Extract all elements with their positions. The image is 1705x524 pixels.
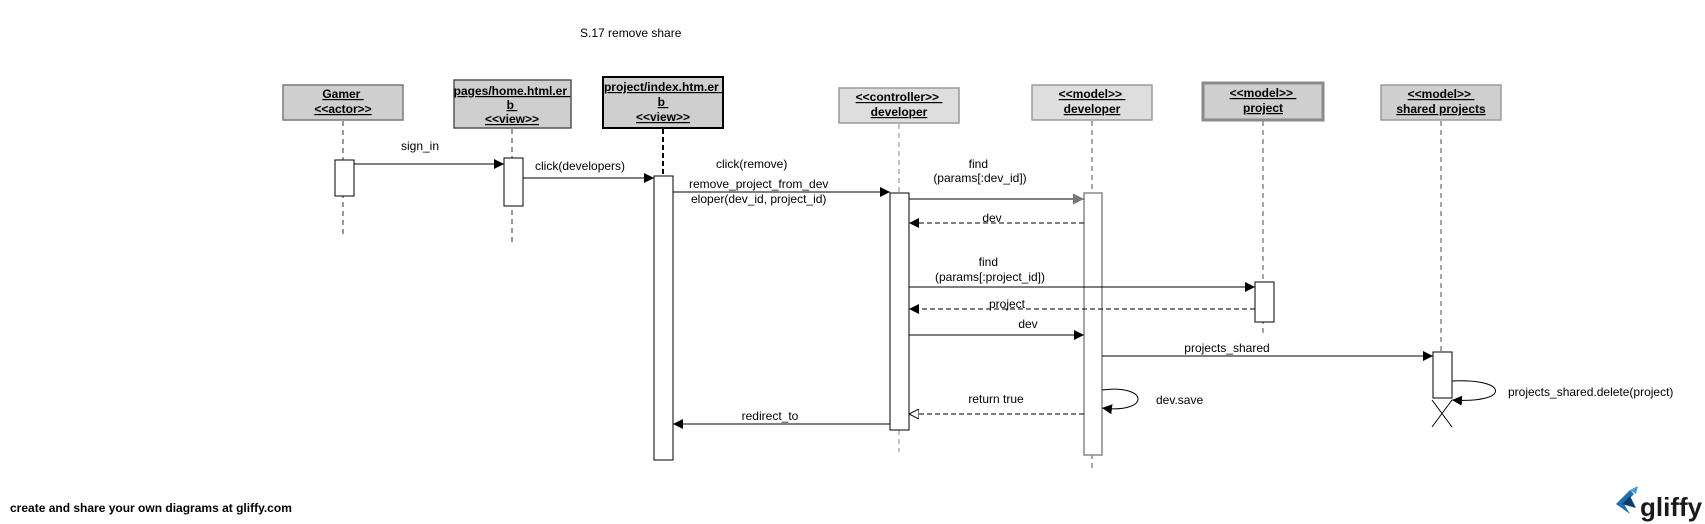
diagram-title: S.17 remove share [580, 26, 682, 40]
message-redirect-to: redirect_to [742, 409, 799, 423]
message-return-project: project [989, 297, 1026, 311]
lifeline-gamer-box [282, 84, 404, 121]
message-click-developers: click(developers) [535, 159, 625, 173]
activation-mdev [1083, 192, 1103, 456]
arrow-dev-save [1101, 388, 1139, 415]
message-delete-project: projects_shared.delete(project) [1508, 385, 1673, 399]
lifeline-mshared-box [1380, 84, 1502, 121]
message-arrows [354, 159, 1496, 429]
lifeline-home-label: pages/home.html.er b <<view>> [454, 84, 571, 126]
activation-gamer [334, 159, 355, 197]
message-return-dev: dev [982, 211, 1001, 225]
lifeline-index-box [602, 76, 724, 129]
lifeline-mproj-box [1201, 81, 1325, 122]
lifeline-index-label: project/index.htm.er b <<view>> [604, 80, 722, 124]
destroy-marker [1431, 399, 1453, 428]
lifeline-mproj-label: <<model>> project [1230, 86, 1297, 115]
message-find-dev: find (params[:dev_id]) [933, 157, 1026, 185]
gliffy-logo-icon [1616, 486, 1638, 514]
message-dev-save: dev.save [1156, 393, 1203, 407]
activation-mproj [1254, 281, 1275, 323]
lifeline-mdev-label: <<model>> developer [1059, 87, 1126, 116]
message-labels: sign_in click(developers) click(remove) … [401, 139, 1673, 423]
message-remove-project: remove_project_from_dev eloper(dev_id, p… [689, 177, 832, 206]
activation-bars [334, 157, 1453, 461]
lifeline-ctrl-box [838, 87, 960, 124]
activation-ctrl [889, 192, 910, 431]
message-find-project: find (params[:project_id]) [935, 255, 1045, 284]
lifeline-ctrl-label: <<controller>> developer [856, 90, 943, 119]
message-click-remove: click(remove) [716, 157, 787, 171]
footer-text[interactable]: create and share your own diagrams at gl… [10, 501, 292, 515]
lifeline-mdev-box [1031, 84, 1153, 121]
activation-mshared [1432, 351, 1453, 399]
message-sign-in: sign_in [401, 139, 439, 153]
gliffy-logo-text: gliffy [1640, 492, 1703, 522]
gliffy-logo[interactable]: gliffy [1616, 486, 1703, 522]
lifeline-mshared-label: <<model>> shared projects [1396, 87, 1486, 116]
lifeline-headers: Gamer <<actor>> pages/home.html.er b <<v… [282, 76, 1502, 129]
activation-index [653, 175, 674, 461]
activation-home [503, 157, 524, 207]
arrow-delete-project [1451, 380, 1496, 406]
lifeline-home-box [453, 79, 572, 129]
lifeline-gamer-label: Gamer <<actor>> [314, 87, 371, 116]
message-dev: dev [1018, 317, 1037, 331]
message-return-true: return true [968, 392, 1024, 406]
message-projects-shared: projects_shared [1184, 341, 1269, 355]
